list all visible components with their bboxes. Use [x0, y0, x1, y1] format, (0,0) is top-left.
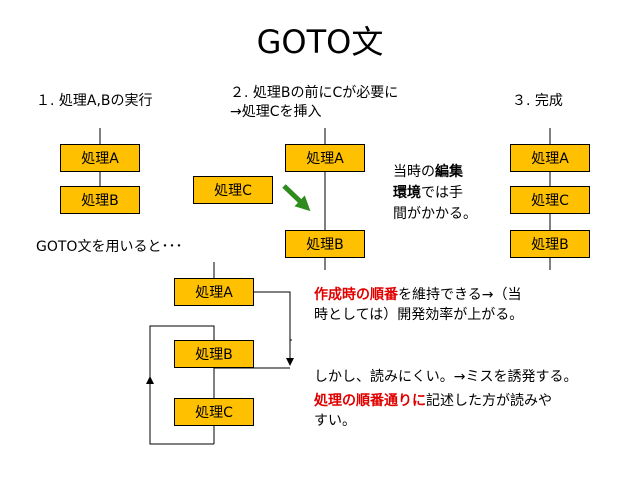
goto-box-a: 処理A [174, 278, 254, 306]
edit-note-line2: 環境では手 [393, 184, 463, 203]
note1-suffix: を維持できる→（当 [398, 287, 522, 303]
edit-note-line3: 間がかかる。 [393, 206, 477, 222]
note2: しかし、読みにくい。→ミスを誘発する。 [314, 369, 578, 385]
slide-title: GOTO文 [256, 23, 384, 61]
col3-box-c: 処理C [510, 186, 590, 214]
note1-red: 作成時の順番 [314, 287, 398, 303]
insert-arrow [282, 184, 311, 212]
goto-box-b: 処理B [174, 340, 254, 368]
goto-heading: GOTO文を用いると･･･ [36, 239, 183, 255]
note3-suffix: 記述した方が読みや [426, 393, 552, 409]
col2-box-c: 処理C [193, 176, 273, 204]
edit-note-prefix: 当時の [393, 164, 435, 180]
col1-box-a: 処理A [60, 144, 140, 172]
col1-box-b: 処理B [60, 186, 140, 214]
note1-line1: 作成時の順番を維持できる→（当 [314, 286, 521, 305]
goto-jump-forward-connector [213, 367, 290, 398]
col3-heading: ３. 完成 [512, 93, 563, 109]
goto-jump-back [149, 325, 215, 445]
edit-note-bold1: 編集 [435, 164, 463, 180]
col2-box-a: 処理A [285, 144, 365, 172]
goto-box-c: 処理C [174, 398, 254, 426]
note3-line1: 処理の順番通りに記述した方が読みや [314, 392, 552, 411]
col2-heading-line1: ２. 処理Bの前にCが必要に [230, 85, 399, 101]
col3-box-a: 処理A [510, 144, 590, 172]
edit-note-line1: 当時の編集 [393, 163, 463, 182]
col1-heading: １. 処理A,Bの実行 [36, 93, 153, 109]
col2-heading-line2: →処理Cを挿入 [230, 104, 322, 120]
note3-red: 処理の順番通りに [314, 393, 426, 409]
col3-box-b: 処理B [510, 230, 590, 258]
edit-note-bold2: 環境 [393, 185, 421, 201]
goto-jump-forward [254, 291, 292, 341]
note3-line2: すい。 [314, 413, 356, 429]
edit-note-suffix: では手 [421, 185, 463, 201]
col2-box-b: 処理B [285, 230, 365, 258]
note1-line2: 時としては）開発効率が上がる。 [314, 307, 524, 323]
